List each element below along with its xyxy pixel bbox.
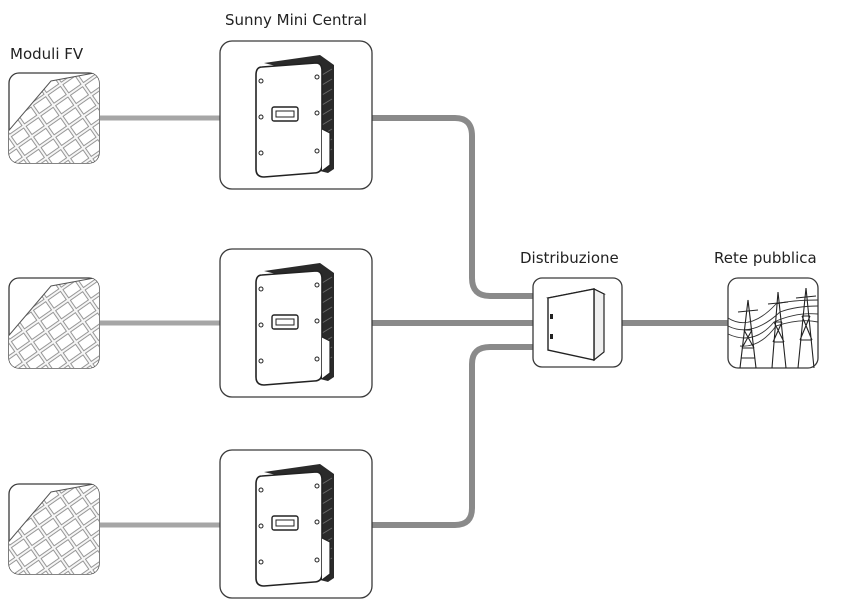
pv-modules-label: Moduli FV <box>10 45 84 63</box>
solar-panel-icon <box>5 71 105 165</box>
distribution-label: Distribuzione <box>520 249 619 267</box>
solar-panel-icon <box>5 482 105 576</box>
distribution-cabinet-icon <box>532 277 623 368</box>
solar-panel-icon <box>5 276 105 370</box>
ac-cables <box>372 115 728 528</box>
ac-cable-bottom <box>372 344 533 528</box>
ac-cable-top <box>372 115 533 299</box>
inverter-icon <box>219 40 373 190</box>
power-pylon-icon <box>727 277 819 369</box>
inverter-icon <box>219 449 373 599</box>
grid-label: Rete pubblica <box>714 249 817 267</box>
dc-cables <box>100 115 220 528</box>
inverter-icon <box>219 248 373 398</box>
inverter-label: Sunny Mini Central <box>225 11 367 29</box>
